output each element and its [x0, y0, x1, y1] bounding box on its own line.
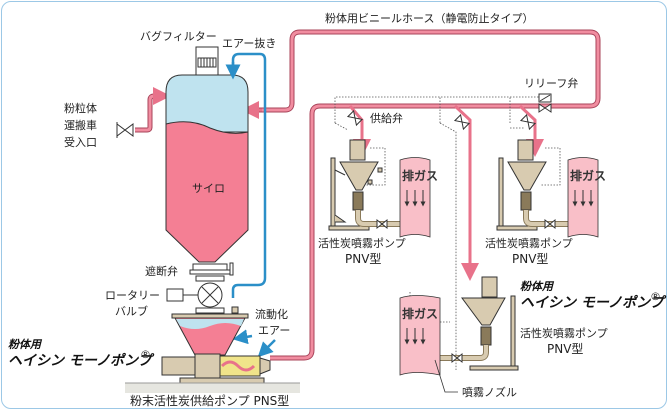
- pump-3-name: 活性炭噴霧ポンプ: [520, 326, 608, 340]
- pump-2-name: 活性炭噴霧ポンプ: [485, 236, 573, 250]
- exhaust-label-3: 排ガス: [402, 306, 438, 321]
- label-fluidizing-air-2: エアー: [258, 324, 290, 337]
- svg-text:ヘイシン モーノポンプ: ヘイシン モーノポンプ: [8, 352, 155, 369]
- label-shutoff-valve: 遮断弁: [145, 264, 178, 278]
- receiving-valve[interactable]: [116, 123, 134, 137]
- svg-text:®: ®: [650, 290, 661, 303]
- label-fluidizing-air-1: 流動化: [255, 307, 288, 321]
- label-hose: 粉体用ビニールホース（静電防止タイプ）: [325, 11, 533, 25]
- label-receiving-2: 運搬車: [64, 118, 97, 132]
- label-silo: サイロ: [192, 182, 225, 195]
- pump-3-model: PNV型: [547, 342, 583, 356]
- supply-valve-1[interactable]: [346, 109, 364, 127]
- shutoff-valve[interactable]: [189, 262, 234, 282]
- pump-1-model: PNV型: [345, 252, 381, 266]
- pump-1-name: 活性炭噴霧ポンプ: [318, 236, 406, 250]
- supply-valve-3[interactable]: [519, 113, 537, 131]
- exhaust-duct-1: [399, 157, 431, 238]
- label-spray-nozzle: 噴霧ノズル: [462, 385, 517, 399]
- exhaust-duct-3: [399, 295, 458, 393]
- relief-valve[interactable]: [538, 93, 552, 113]
- rotary-valve[interactable]: [166, 282, 239, 314]
- label-relief-valve: リリーフ弁: [524, 76, 578, 90]
- feed-pump-pns: [125, 353, 300, 393]
- bag-filter: [195, 46, 219, 76]
- silo: [165, 74, 249, 263]
- label-supply-valve: 供給弁: [370, 111, 403, 125]
- label-feed-pump: 粉末活性炭供給ポンプ PNS型: [130, 394, 289, 408]
- brand-logo-left: 粉体用 ヘイシン モーノポンプ ®: [8, 338, 155, 369]
- label-receiving-1: 粉粒体: [64, 101, 97, 115]
- brand-logo-right: 粉体用 ヘイシン モーノポンプ ®: [520, 280, 667, 311]
- svg-text:粉体用: 粉体用: [8, 338, 43, 351]
- label-rotary-valve-1: ロータリー: [105, 289, 160, 302]
- powder-hose: [250, 29, 601, 361]
- spray-pump-2: [496, 139, 583, 231]
- svg-text:®: ®: [140, 348, 151, 361]
- exhaust-duct-2: [567, 157, 599, 238]
- exhaust-label-2: 排ガス: [570, 168, 606, 183]
- control-lines: [334, 96, 561, 370]
- svg-text:粉体用: 粉体用: [520, 280, 555, 293]
- label-rotary-valve-2: バルブ: [115, 304, 148, 318]
- label-bag-filter: バグフィルター: [140, 29, 217, 43]
- receiving-port: [116, 87, 171, 138]
- feed-hopper: [171, 313, 249, 356]
- supply-valve-2[interactable]: [453, 113, 471, 131]
- pump-2-model: PNV型: [512, 252, 548, 266]
- exhaust-label-1: 排ガス: [402, 168, 438, 183]
- label-air-vent: エアー抜き: [222, 36, 276, 50]
- svg-text:ヘイシン モーノポンプ: ヘイシン モーノポンプ: [520, 294, 667, 311]
- spray-pump-1: [328, 139, 415, 231]
- label-receiving-3: 受入口: [64, 136, 97, 149]
